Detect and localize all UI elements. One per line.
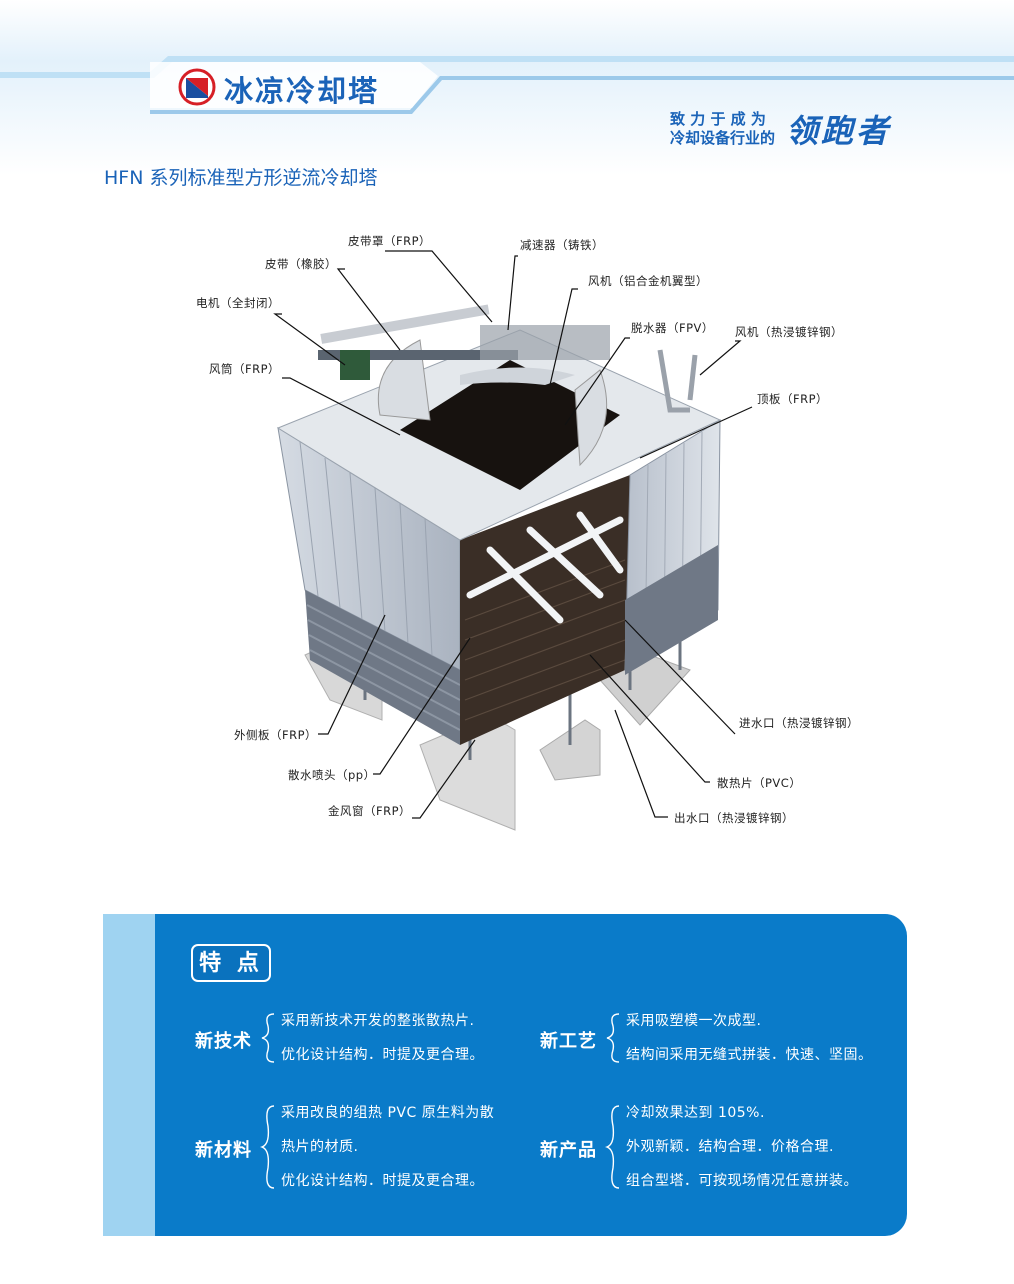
label-water-inlet: 进水口（热浸镀锌钢）	[739, 716, 859, 730]
brand-logo-icon	[178, 68, 216, 106]
label-belt-cover: 皮带罩（FRP）	[348, 234, 432, 248]
feature-line: 组合型塔．可按现场情况任意拼装。	[626, 1173, 858, 1189]
brace-icon	[605, 1105, 620, 1189]
feature-line: 采用改良的组热 PVC 原生料为散	[281, 1105, 495, 1121]
feature-line: 优化设计结构．时提及更合理。	[281, 1173, 484, 1189]
slogan-text: 致 力 于 成 为 冷却设备行业的	[670, 110, 775, 148]
brace-icon	[260, 1105, 275, 1189]
feature-line: 采用新技术开发的整张散热片.	[281, 1013, 475, 1029]
label-spray-nozzle: 散水喷头（pp）	[288, 768, 376, 782]
header-band	[0, 0, 1014, 175]
features-title: 特 点	[191, 944, 271, 982]
header-background	[0, 0, 1014, 175]
label-fan-galvanized: 风机（热浸镀锌钢）	[735, 325, 843, 339]
label-fill: 散热片（PVC）	[717, 776, 802, 790]
cooling-tower-illustration	[273, 250, 753, 831]
label-fan: 风机（铝合金机翼型）	[588, 274, 708, 288]
slogan-line-1: 致 力 于 成 为	[670, 110, 766, 128]
label-side-panel: 外侧板（FRP）	[234, 728, 318, 742]
slogan-line-2: 冷却设备行业的	[670, 129, 776, 147]
label-belt: 皮带（橡胶）	[265, 257, 337, 271]
feature-name-new-product: 新产品	[540, 1140, 597, 1161]
slogan-leader: 领跑者	[786, 112, 892, 150]
label-eliminator: 脱水器（FPV）	[631, 321, 714, 335]
feature-line: 采用吸塑模一次成型.	[626, 1013, 762, 1029]
feature-line: 外观新颖．结构合理．价格合理.	[626, 1139, 834, 1155]
label-reducer: 减速器（铸铁）	[520, 238, 604, 252]
feature-name-new-material: 新材料	[195, 1140, 252, 1161]
feature-line: 结构间采用无缝式拼装．快速、坚固。	[626, 1047, 873, 1063]
feature-name-new-process: 新工艺	[540, 1031, 597, 1052]
feature-line: 冷却效果达到 105%.	[626, 1105, 765, 1121]
cooling-tower-diagram: 皮带罩（FRP） 减速器（铸铁） 皮带（橡胶） 风机（铝合金机翼型） 电机（全封…	[0, 200, 1014, 860]
label-top-panel: 顶板（FRP）	[757, 392, 829, 406]
feature-line: 热片的材质.	[281, 1139, 359, 1155]
brace-icon	[261, 1013, 275, 1063]
feature-line: 优化设计结构．时提及更合理。	[281, 1047, 484, 1063]
features-panel: 特 点 新技术 采用新技术开发的整张散热片. 优化设计结构．时提及更合理。 新工…	[155, 914, 907, 1236]
label-fan-duct: 风筒（FRP）	[209, 362, 281, 376]
label-water-outlet: 出水口（热浸镀锌钢）	[674, 811, 794, 825]
label-motor: 电机（全封闭）	[196, 296, 280, 310]
page-subtitle: HFN 系列标准型方形逆流冷却塔	[104, 167, 378, 189]
label-louver: 金风窗（FRP）	[328, 804, 412, 818]
features-accent-bar	[103, 914, 163, 1236]
brand-name: 冰凉冷却塔	[224, 74, 380, 108]
brace-icon	[606, 1013, 620, 1063]
feature-name-new-tech: 新技术	[195, 1031, 252, 1052]
